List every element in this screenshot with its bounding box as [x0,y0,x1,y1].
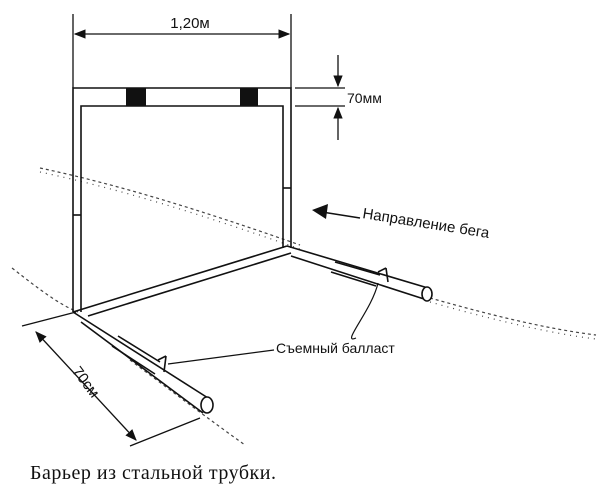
base-depth-label: 70см [68,363,102,401]
ground-line-front [11,267,597,446]
diagram-caption: Барьер из стальной трубки. [30,462,277,484]
right-base-tube [286,245,429,300]
left-tube-end [200,396,214,414]
run-direction-label: Направление бега [361,205,491,242]
bar-height-label: 70мм [347,90,382,106]
ground-line-back [39,167,301,250]
ballast-leader-lines [167,282,379,365]
bar-height-dimension [295,55,345,140]
hurdle-frame [72,87,292,312]
top-bar-band-left [126,88,146,106]
bottom-crossbar [72,245,292,317]
width-dimension [72,14,292,88]
width-label: 1,20м [170,15,210,32]
base-depth-dimension [21,311,201,447]
top-bar-band-right [240,88,258,106]
removable-ballast-label: Съемный балласт [276,340,395,356]
run-direction-arrow [312,204,361,219]
right-tube-end [421,286,433,302]
